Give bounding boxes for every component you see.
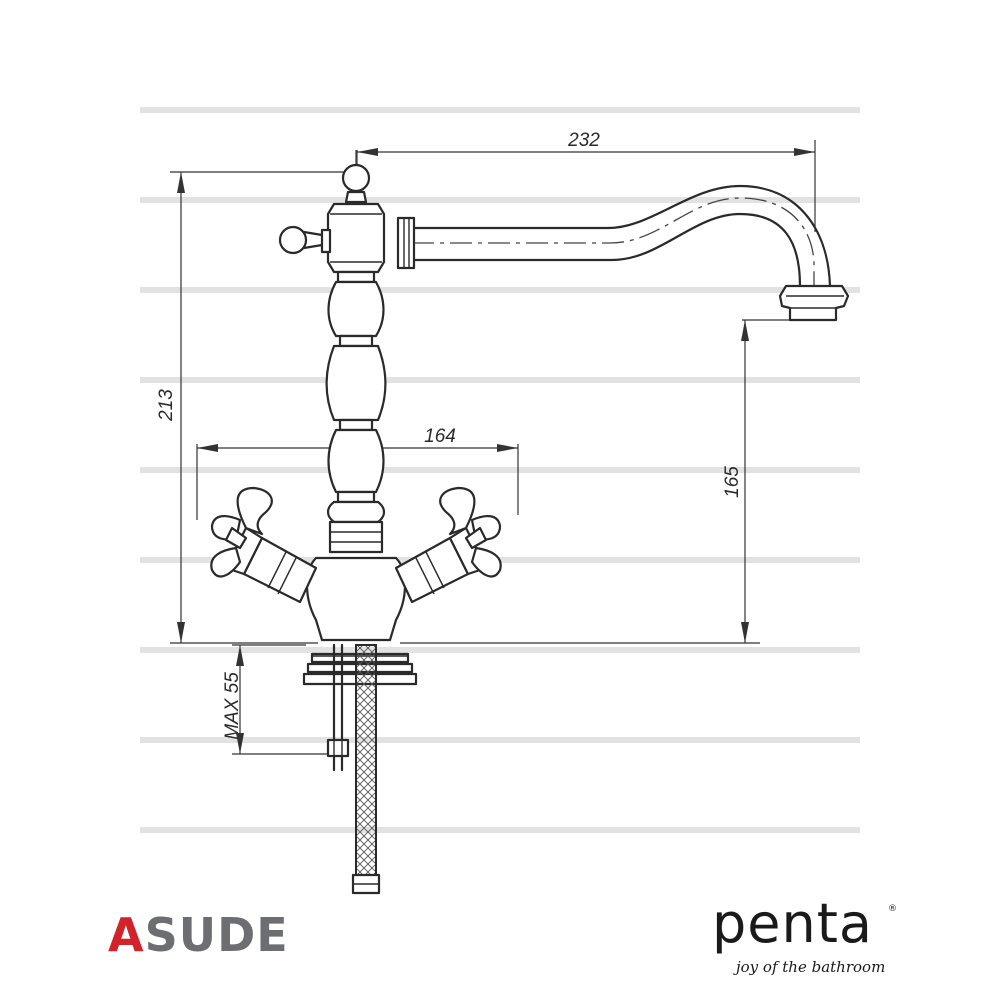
asude-logo: ASUDE	[108, 908, 289, 962]
dimension-max-55: MAX 55	[222, 644, 330, 755]
penta-tagline: joy of the bathroom	[736, 958, 886, 976]
dimension-handle-span: 164	[196, 426, 519, 520]
faucet-spout	[396, 184, 850, 322]
dimension-label-232: 232	[567, 130, 600, 151]
flexible-hose	[351, 644, 381, 895]
threaded-rod	[326, 643, 350, 772]
dimension-label-max-55: MAX 55	[222, 672, 243, 740]
dimension-label-213: 213	[156, 389, 177, 422]
dimension-label-165: 165	[722, 466, 743, 498]
dimension-spout-reach: 232	[356, 130, 816, 232]
penta-logo: penta	[712, 892, 873, 955]
dimension-total-height: 213	[156, 171, 352, 644]
faucet-column	[325, 270, 387, 554]
asude-logo-text: SUDE	[144, 908, 289, 962]
dimension-label-164: 164	[424, 426, 456, 447]
dimension-spout-height: 165	[400, 319, 790, 644]
left-cross-handle	[210, 486, 273, 578]
right-cross-handle	[439, 486, 502, 578]
penta-registered-mark: ®	[888, 904, 897, 914]
faucet-base	[224, 526, 488, 642]
background-watermark	[140, 107, 860, 833]
asude-logo-icon: A	[108, 908, 145, 962]
faucet-head	[278, 163, 386, 274]
